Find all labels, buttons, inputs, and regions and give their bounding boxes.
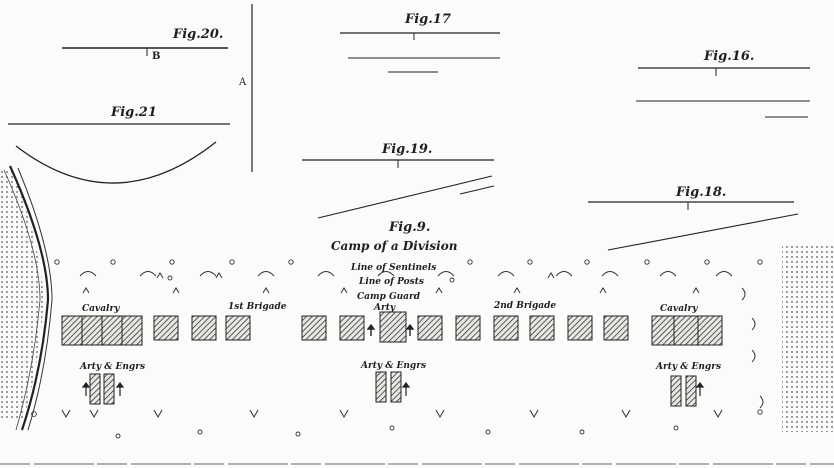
camp-guard-label: Camp Guard [357, 292, 421, 302]
right-flank-arcs [741, 287, 764, 409]
rear-circles [31, 275, 763, 439]
arty-engrs-center-label: Arty & Engrs [361, 361, 427, 371]
second-brigade-label: 2nd Brigade [494, 301, 557, 311]
artillery-arrows [366, 323, 415, 336]
rear-pickets-v [61, 409, 723, 419]
fig21-diagram [8, 123, 230, 184]
cavalry-left-label: Cavalry [82, 304, 120, 314]
fig9-label: Fig.9. [389, 220, 431, 235]
line-of-sentinels-label: Line of Sentinels [351, 263, 437, 273]
fig18-label: Fig.18. [676, 185, 727, 200]
line-of-posts-marks [82, 272, 700, 294]
fig21-label: Fig.21 [111, 105, 157, 120]
cavalry-right-label: Cavalry [660, 304, 698, 314]
line-of-posts-label: Line of Posts [359, 277, 424, 287]
fig20-diagram [62, 47, 228, 56]
camp-units-row [61, 311, 723, 346]
fig17-diagram [340, 32, 500, 73]
fig20-label: Fig.20. [173, 27, 224, 42]
fig20-marker-b: B [152, 51, 161, 62]
arty-engrs-arrows [81, 382, 705, 396]
woods-right [782, 246, 834, 432]
picket-circles-top [54, 259, 763, 265]
artillery-label: Arty [374, 303, 396, 313]
line-of-sentinels-marks [79, 271, 733, 277]
camp-title: Camp of a Division [331, 239, 458, 253]
fig17-label: Fig.17 [405, 12, 451, 27]
arty-engrs-right-label: Arty & Engrs [656, 362, 722, 372]
fig16-diagram [636, 67, 810, 118]
fig19-diagram [302, 159, 495, 219]
side-marker-a: A [239, 77, 247, 88]
arty-engrs-blocks [89, 371, 697, 407]
arty-engrs-left-label: Arty & Engrs [80, 362, 146, 372]
fig18-diagram [588, 201, 799, 251]
first-brigade-label: 1st Brigade [228, 302, 287, 312]
fig16-label: Fig.16. [704, 49, 755, 64]
river-bank-left [0, 165, 53, 431]
fig19-label: Fig.19. [382, 142, 433, 157]
